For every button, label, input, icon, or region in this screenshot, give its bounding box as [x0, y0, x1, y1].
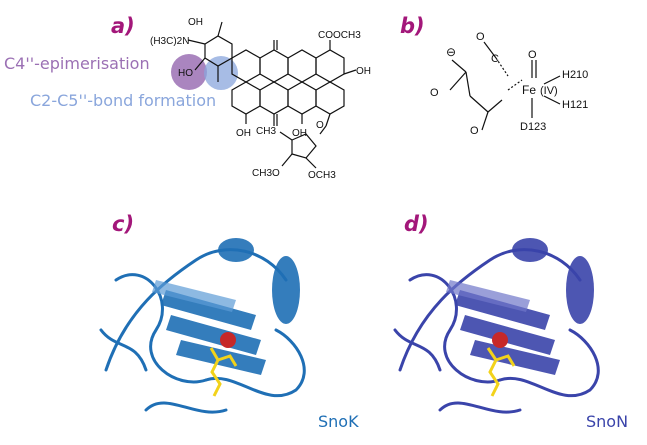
carboxylate-oxygen-label: O: [430, 87, 439, 99]
top-oh-label: OH: [188, 17, 203, 28]
epimerisation-highlight: [171, 54, 207, 90]
snon-label: SnoN: [586, 412, 629, 431]
panel-b-label: b): [400, 14, 425, 38]
bottom-oh2-label: OH: [292, 128, 307, 139]
fe-complex-structure: ⊖ O C O O O Fe (IV) H210 H121 D123: [430, 31, 588, 137]
oxo-oxygen-label: O: [528, 49, 537, 61]
carbon-label: C: [491, 53, 499, 65]
sugar-ome1-label: CH3O: [252, 168, 280, 179]
snok-label: SnoK: [318, 412, 359, 431]
bond-formation-annotation: C2-C5''-bond formation: [30, 91, 217, 110]
ligand-h121-label: H121: [562, 99, 588, 111]
ligand-d123-label: D123: [520, 121, 546, 133]
right-oh-label: OH: [356, 66, 371, 77]
nogalamycin-structure: OH (H3C)2N HO COOCH3 OH OH OH CH3 CH3O O…: [150, 17, 371, 181]
epimerisation-annotation: C4''-epimerisation: [4, 54, 150, 73]
ester-label: COOCH3: [318, 30, 361, 41]
sugar-ch3-label: CH3: [256, 126, 276, 137]
hydroxyl-label: HO: [178, 68, 193, 79]
ester-oxygen-label: O: [470, 125, 479, 137]
charge-label: ⊖: [446, 45, 456, 59]
peroxo-oxygen-label: O: [476, 31, 485, 43]
sugar-ome2-label: OCH3: [308, 170, 336, 181]
panel-d-label: d): [404, 212, 429, 236]
panel-a-label: a): [111, 14, 135, 38]
snok-protein-render: [99, 238, 306, 414]
bottom-oh1-label: OH: [236, 128, 251, 139]
fe-label: Fe: [522, 83, 536, 97]
ligand-h210-label: H210: [562, 69, 588, 81]
snon-protein-render: [393, 238, 600, 414]
glycoside-oxygen-label: O: [316, 120, 324, 131]
oxidation-state-label: (IV): [540, 85, 558, 97]
panel-c-label: c): [112, 212, 135, 236]
dimethylamino-label: (H3C)2N: [150, 36, 189, 47]
